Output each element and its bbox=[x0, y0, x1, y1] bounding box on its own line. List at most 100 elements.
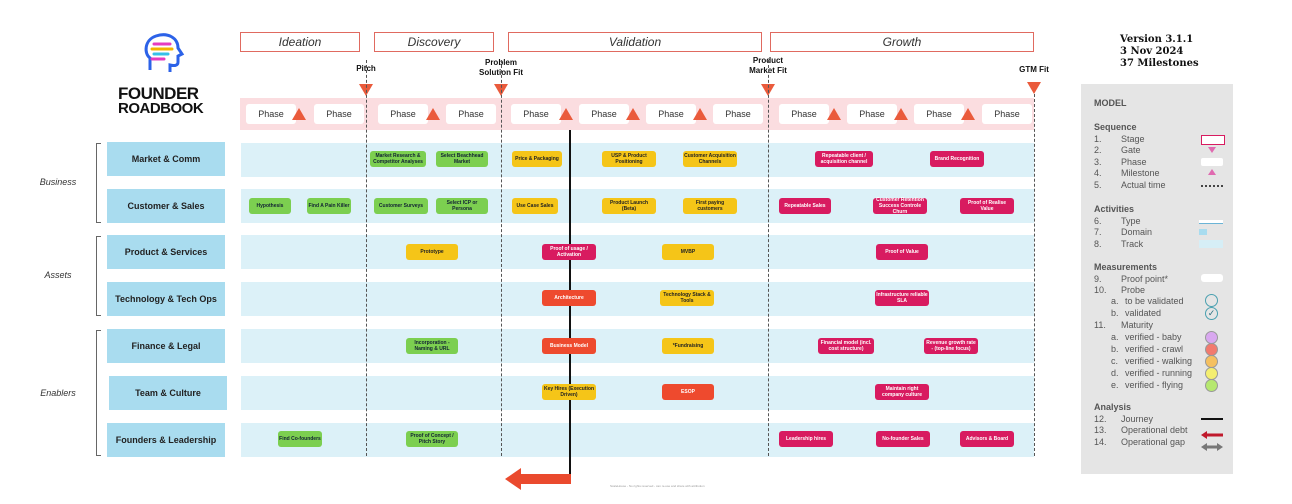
maturity-flying-icon bbox=[1205, 379, 1218, 392]
legend-num: a. bbox=[1111, 332, 1119, 342]
legend-item: Milestone bbox=[1121, 168, 1160, 178]
milestone: Financial model (incl. cost structure) bbox=[818, 338, 874, 354]
legend-num: 2. bbox=[1094, 145, 1102, 155]
gate-label-gtm-fit: GTM Fit bbox=[1019, 65, 1049, 74]
legend-item: Journey bbox=[1121, 414, 1154, 424]
milestone: Customer Surveys bbox=[374, 198, 428, 214]
legend-item: verified - flying bbox=[1125, 380, 1184, 390]
version-date: 3 Nov 2024 bbox=[1120, 46, 1184, 57]
domain-founders-leadership: Founders & Leadership bbox=[107, 423, 225, 457]
legend-num: e. bbox=[1111, 380, 1119, 390]
legend-item: verified - running bbox=[1125, 368, 1193, 378]
legend-num: 6. bbox=[1094, 216, 1102, 226]
domain-team-culture: Team & Culture bbox=[109, 376, 227, 410]
footnote: ScaleHouse - No rights reserved - can re… bbox=[610, 484, 705, 488]
legend-title: MODEL bbox=[1094, 98, 1127, 108]
logo-line1: FOUNDER bbox=[118, 84, 199, 103]
version-number: Version 3.1.1 bbox=[1120, 34, 1194, 45]
milestone: Key Hires (Execution Driven) bbox=[542, 384, 596, 400]
milestone: Customer Retention Success Controle Chur… bbox=[873, 197, 927, 215]
stage-swatch-icon bbox=[1201, 135, 1225, 145]
legend-measurements-title: Measurements bbox=[1094, 262, 1158, 272]
milestone: Customer Acquisition Channels bbox=[683, 151, 737, 167]
milestone: Find Co-founders bbox=[278, 431, 322, 447]
gate-line bbox=[768, 60, 769, 456]
legend-item: Stage bbox=[1121, 134, 1145, 144]
bracket-enablers bbox=[96, 330, 101, 456]
milestone: First paying customers bbox=[683, 198, 737, 214]
phase-swatch-icon bbox=[1201, 158, 1223, 166]
stage-validation: Validation bbox=[508, 32, 762, 52]
legend-item: to be validated bbox=[1125, 296, 1184, 306]
milestone: Price & Packaging bbox=[512, 151, 562, 167]
legend-num: 4. bbox=[1094, 168, 1102, 178]
milestone-triangle-icon bbox=[626, 108, 640, 120]
legend-num: 5. bbox=[1094, 180, 1102, 190]
milestone: Proof of Realise Value bbox=[960, 198, 1014, 214]
milestone: MVBP bbox=[662, 244, 714, 260]
milestone: Advisors & Board bbox=[960, 431, 1014, 447]
founder-head-logo-icon bbox=[144, 33, 185, 72]
legend-item: verified - crawl bbox=[1125, 344, 1184, 354]
gate-triangle-icon bbox=[1027, 82, 1041, 94]
legend-num: c. bbox=[1111, 356, 1119, 366]
phase-box: Phase bbox=[446, 104, 496, 124]
milestone: No-founder Sales bbox=[876, 431, 930, 447]
gate-swatch-icon bbox=[1208, 147, 1216, 153]
probe-check-circle-icon: ✓ bbox=[1205, 307, 1218, 320]
legend-num: 1. bbox=[1094, 134, 1102, 144]
milestone-triangle-icon bbox=[961, 108, 975, 120]
milestone: Incorporation - Naming & URL bbox=[406, 338, 458, 354]
legend-item: verified - baby bbox=[1125, 332, 1182, 342]
domain-market-comm: Market & Comm bbox=[107, 142, 225, 176]
milestone: Business Model bbox=[542, 338, 596, 354]
milestone-triangle-icon bbox=[894, 108, 908, 120]
domain-customer-sales: Customer & Sales bbox=[107, 189, 225, 223]
milestone: Brand Recognition bbox=[930, 151, 984, 167]
phase-box: Phase bbox=[378, 104, 428, 124]
milestone: *Fundraising bbox=[662, 338, 714, 354]
type-swatch-icon bbox=[1199, 220, 1223, 224]
milestone: Prototype bbox=[406, 244, 458, 260]
track-swatch-icon bbox=[1199, 240, 1223, 248]
legend-item: Proof point* bbox=[1121, 274, 1169, 284]
legend-item: Maturity bbox=[1121, 320, 1154, 330]
legend-num: 8. bbox=[1094, 239, 1102, 249]
milestone: Leadership hires bbox=[779, 431, 833, 447]
domain-swatch-icon bbox=[1199, 229, 1207, 235]
gate-label-product-market-fit: Product Market Fit bbox=[749, 56, 787, 75]
version-info: Version 3.1.1 3 Nov 2024 37 Milestones bbox=[1120, 34, 1199, 70]
milestone: Find A Pain Killer bbox=[307, 198, 351, 214]
legend-num: 13. bbox=[1094, 425, 1107, 435]
legend-item: verified - walking bbox=[1125, 356, 1193, 366]
logo bbox=[140, 30, 190, 80]
milestone: Technology Stack & Tools bbox=[660, 290, 714, 306]
phase-box: Phase bbox=[246, 104, 296, 124]
phase-box: Phase bbox=[511, 104, 561, 124]
milestone: Market Research & Competitor Analyses bbox=[370, 151, 426, 167]
bracket-business bbox=[96, 143, 101, 223]
legend-item: Actual time bbox=[1121, 180, 1166, 190]
gate-line bbox=[1034, 94, 1035, 456]
stage-ideation: Ideation bbox=[240, 32, 360, 52]
legend-item: Track bbox=[1121, 239, 1144, 249]
milestone-triangle-icon bbox=[827, 108, 841, 120]
legend-num: 7. bbox=[1094, 227, 1102, 237]
milestone: Select Beachhead Market bbox=[436, 151, 488, 167]
type-enablers: Enablers bbox=[40, 388, 76, 398]
legend-num: 3. bbox=[1094, 157, 1102, 167]
legend-num: d. bbox=[1111, 368, 1119, 378]
legend-analysis-title: Analysis bbox=[1094, 402, 1132, 412]
milestone: Maintain right company culture bbox=[875, 384, 929, 400]
type-assets: Assets bbox=[44, 270, 72, 280]
phase-box: Phase bbox=[914, 104, 964, 124]
phase-box: Phase bbox=[579, 104, 629, 124]
milestone-triangle-icon bbox=[559, 108, 573, 120]
legend-item: Operational gap bbox=[1121, 437, 1186, 447]
phase-box: Phase bbox=[646, 104, 696, 124]
bracket-assets bbox=[96, 236, 101, 316]
phase-box: Phase bbox=[314, 104, 364, 124]
milestone-triangle-icon bbox=[693, 108, 707, 120]
milestone-triangle-icon bbox=[426, 108, 440, 120]
milestone-swatch-icon bbox=[1208, 169, 1216, 175]
